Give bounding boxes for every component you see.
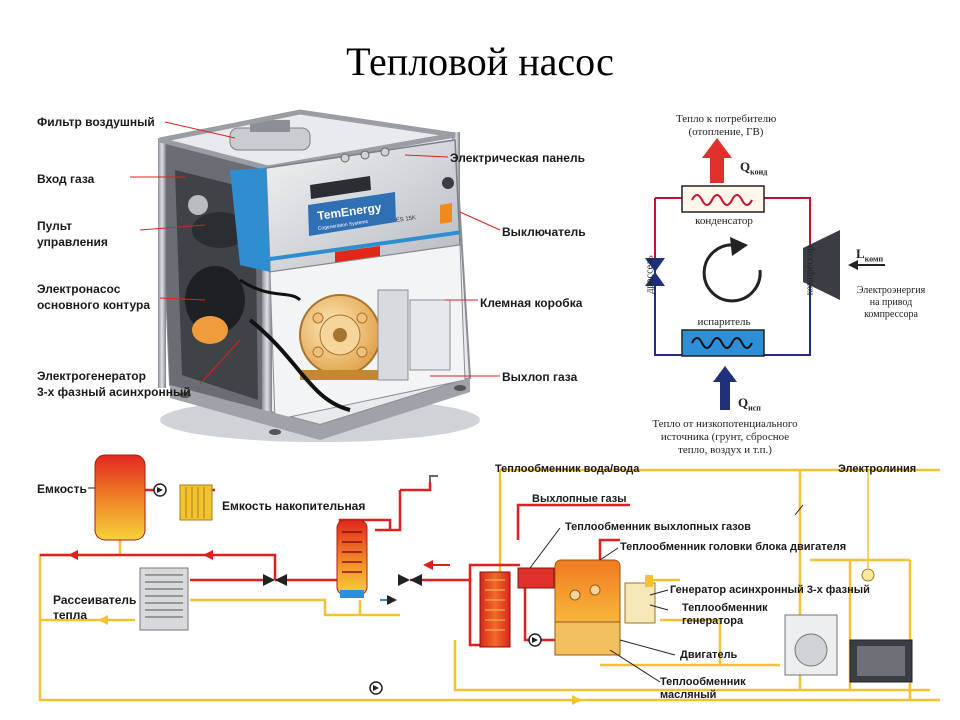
cycle-electricity-3: компрессора — [864, 309, 918, 320]
scheme-hx-water-label: Теплообменник вода/вода — [495, 463, 640, 475]
cycle-compressor-label: компрессор — [804, 245, 816, 296]
cycle-direction-icon — [702, 243, 762, 303]
scheme-engine-label: Двигатель — [680, 649, 738, 661]
scheme-hx-head-label: Теплообменник головки блока двигателя — [620, 541, 847, 553]
cycle-evaporator-label: испаритель — [697, 316, 751, 328]
label-electric-panel: Электрическая панель — [450, 151, 585, 165]
heat-pump-cycle-diagram — [645, 138, 885, 410]
label-pump-2: основного контура — [37, 298, 151, 312]
scheme-hx-generator-label-2: генератора — [682, 615, 744, 627]
exhaust-heat-exchanger-icon — [517, 567, 555, 589]
cycle-heat-out-1: Тепло к потребителю — [676, 113, 777, 125]
valve-icon — [263, 574, 275, 586]
label-switch: Выключатель — [502, 225, 586, 239]
label-air-filter: Фильтр воздушный — [37, 115, 155, 129]
throttle-valve-icon — [645, 258, 665, 272]
heat-input-arrow-icon — [713, 366, 737, 382]
label-control-panel-2: управления — [37, 235, 108, 249]
label-generator-2: 3-х фазный асинхронный — [37, 385, 191, 399]
scheme-tank-label: Емкость — [37, 482, 87, 496]
cycle-source-2: источника (грунт, сбросное — [660, 431, 790, 443]
label-terminal-box: Клемная коробка — [480, 296, 583, 310]
scheme-hx-exhaust-label: Теплообменник выхлопных газов — [565, 521, 751, 533]
label-exhaust: Выхлоп газа — [502, 370, 578, 384]
scheme-dissipator-label-1: Рассеиватель — [53, 593, 137, 607]
cycle-l-comp: Lкомп — [856, 246, 884, 264]
label-pump-1: Электронасос — [37, 282, 121, 296]
cycle-source-3: тепло, воздух и т.п.) — [678, 444, 772, 456]
faucet-icon — [429, 475, 438, 482]
scheme-hx-generator-label-1: Теплообменник — [682, 602, 768, 614]
label-generator-1: Электрогенератор — [37, 369, 146, 383]
cycle-condenser-label: конденсатор — [695, 215, 753, 227]
scheme-generator-label: Генератор асинхронный 3-х фазный — [670, 584, 870, 596]
scheme-hx-oil-label-1: Теплообменник — [660, 676, 746, 688]
heat-output-arrow-icon — [702, 138, 732, 158]
cogeneration-unit-illustration: TemEnergy Cogeneration Systems ES 15K — [158, 109, 480, 442]
radiator-icon — [179, 484, 213, 521]
cycle-source-1: Тепло от низкопотенциального — [652, 418, 798, 430]
label-control-panel-1: Пульт — [37, 219, 72, 233]
cycle-q-cond: Qконд — [740, 159, 768, 177]
cycle-q-evap: Qисп — [738, 395, 761, 413]
label-gas-inlet: Вход газа — [37, 172, 95, 186]
heating-scheme-diagram — [38, 454, 940, 705]
model-label: ES 15K — [395, 215, 416, 224]
tank-icon — [94, 454, 146, 541]
machine-leader-lines — [130, 121, 501, 385]
scheme-dissipator-label-2: тепла — [53, 608, 88, 622]
generator-icon — [624, 582, 656, 624]
cycle-throttle-label: дроссель — [644, 255, 656, 294]
compressor-icon — [803, 230, 840, 300]
scheme-hx-oil-label-2: масляный — [660, 689, 717, 701]
scheme-exhaust-gases-label: Выхлопные газы — [532, 493, 627, 505]
cycle-electricity-2: на привод — [869, 297, 913, 308]
condenser-box — [681, 185, 765, 213]
page-title: Тепловой насос — [346, 39, 614, 84]
scheme-storage-label: Емкость накопительная — [222, 499, 366, 513]
cycle-heat-out-2: (отопление, ГВ) — [688, 126, 764, 138]
scheme-power-line-label: Электролиния — [838, 463, 917, 475]
lamp-icon — [861, 568, 875, 582]
valve-icon-2 — [398, 574, 410, 586]
cycle-electricity-1: Электроэнергия — [856, 285, 926, 296]
heat-dissipator-icon — [139, 567, 189, 631]
